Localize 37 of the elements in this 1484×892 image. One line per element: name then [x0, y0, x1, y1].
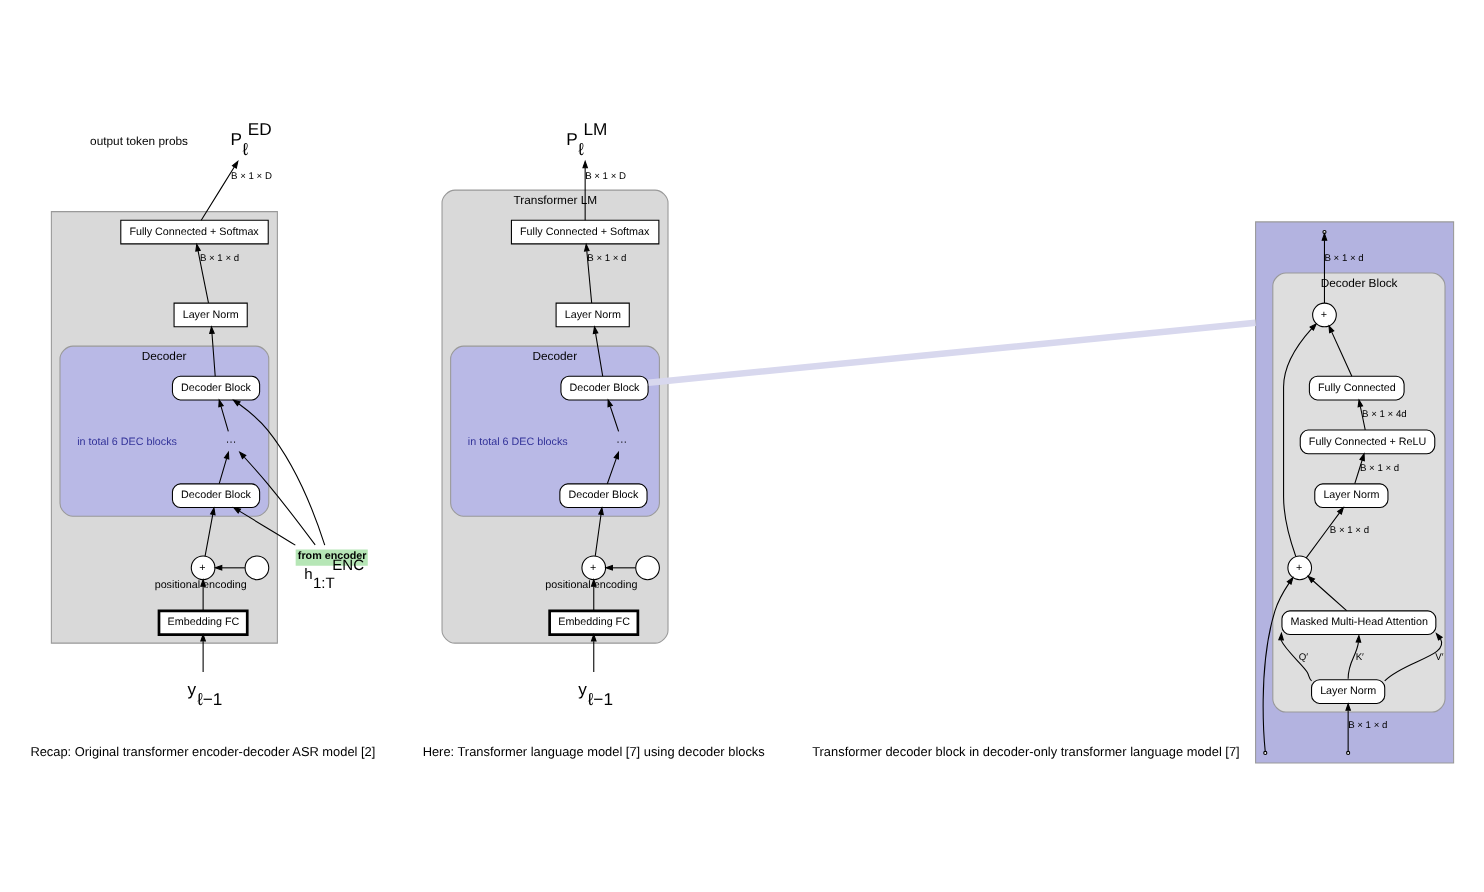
- arrow: [590, 577, 597, 610]
- arrow: [607, 397, 620, 431]
- arrow: [213, 563, 246, 570]
- cluster: [1255, 220, 1455, 763]
- arrow: [604, 563, 637, 570]
- arrow: [594, 505, 604, 556]
- arrow: [238, 450, 316, 545]
- arrow: [1321, 231, 1328, 303]
- arrow: [218, 449, 230, 484]
- arrow: [1328, 323, 1353, 376]
- arrow: [1262, 575, 1294, 751]
- arrow: [1347, 633, 1362, 679]
- arrow: [590, 631, 597, 672]
- arrow: [1305, 505, 1345, 558]
- arrow: [1354, 451, 1365, 484]
- arrow: [218, 397, 229, 431]
- arrow: [592, 324, 604, 376]
- arrow: [200, 631, 207, 672]
- node-circle: [635, 554, 660, 580]
- arrow: [1278, 630, 1313, 681]
- node-circle: [244, 554, 270, 580]
- arrow: [195, 241, 209, 303]
- arrow: [232, 505, 296, 545]
- arrow: [1345, 701, 1352, 751]
- arrow: [1283, 321, 1318, 557]
- arrow: [200, 577, 207, 610]
- arrow: [583, 241, 593, 303]
- arrow: [582, 158, 589, 220]
- arrow: [209, 324, 216, 376]
- arrow: [1384, 631, 1444, 681]
- arrow: [204, 505, 216, 556]
- arrow: [1357, 397, 1366, 430]
- arrow: [200, 159, 239, 220]
- arrow: [232, 398, 326, 545]
- connector: [648, 318, 1256, 385]
- arrow: [1306, 574, 1348, 611]
- arrow: [606, 449, 620, 484]
